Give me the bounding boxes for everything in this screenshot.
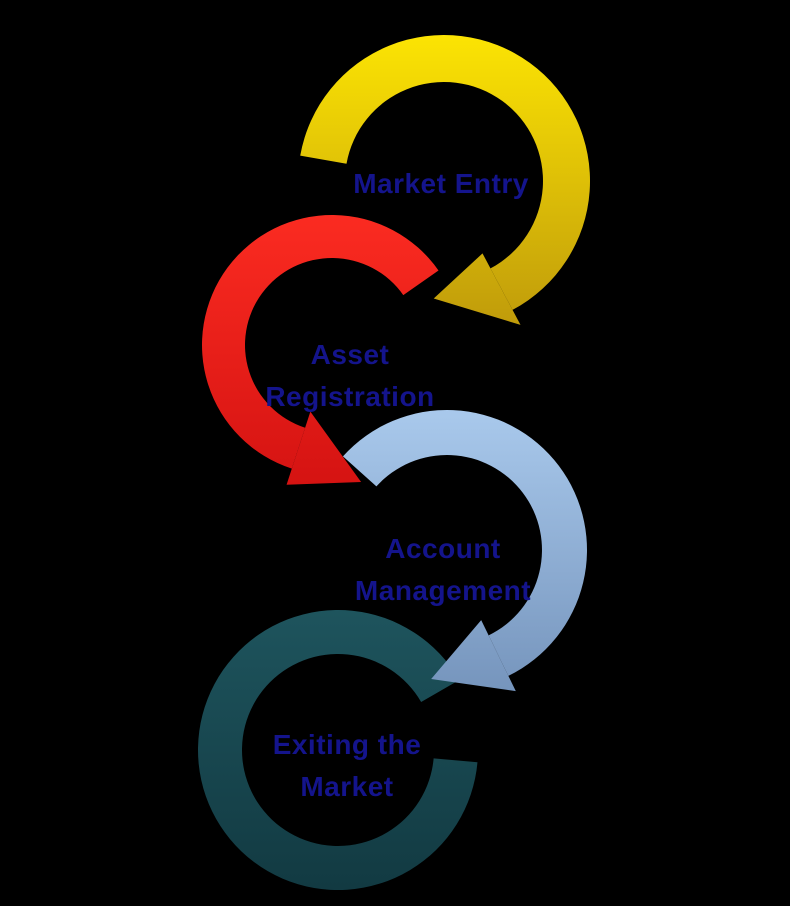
- account-management-label-line-1: Account: [385, 533, 501, 564]
- market-entry-stage: [300, 34, 591, 325]
- asset-registration-label-line-1: Asset: [311, 339, 390, 370]
- asset-registration-label-line-2: Registration: [265, 381, 434, 412]
- exiting-the-market-stage: [198, 610, 478, 891]
- asset-registration-arrow-icon: [286, 411, 362, 485]
- account-management-arrow-icon: [431, 620, 516, 692]
- account-management-stage: [342, 409, 588, 692]
- asset-registration-stage: [201, 215, 439, 485]
- exiting-the-market-label-line-1: Exiting the: [273, 729, 422, 760]
- exiting-the-market-label-line-2: Market: [300, 771, 393, 802]
- asset-registration-ring: [201, 215, 439, 469]
- market-entry-ring: [300, 34, 591, 310]
- exiting-the-market-ring: [198, 610, 478, 891]
- market-entry-label-line-1: Market Entry: [353, 168, 529, 199]
- account-management-ring: [342, 409, 588, 676]
- market-entry-arrow-icon: [433, 253, 521, 325]
- account-management-label-line-2: Management: [355, 575, 531, 606]
